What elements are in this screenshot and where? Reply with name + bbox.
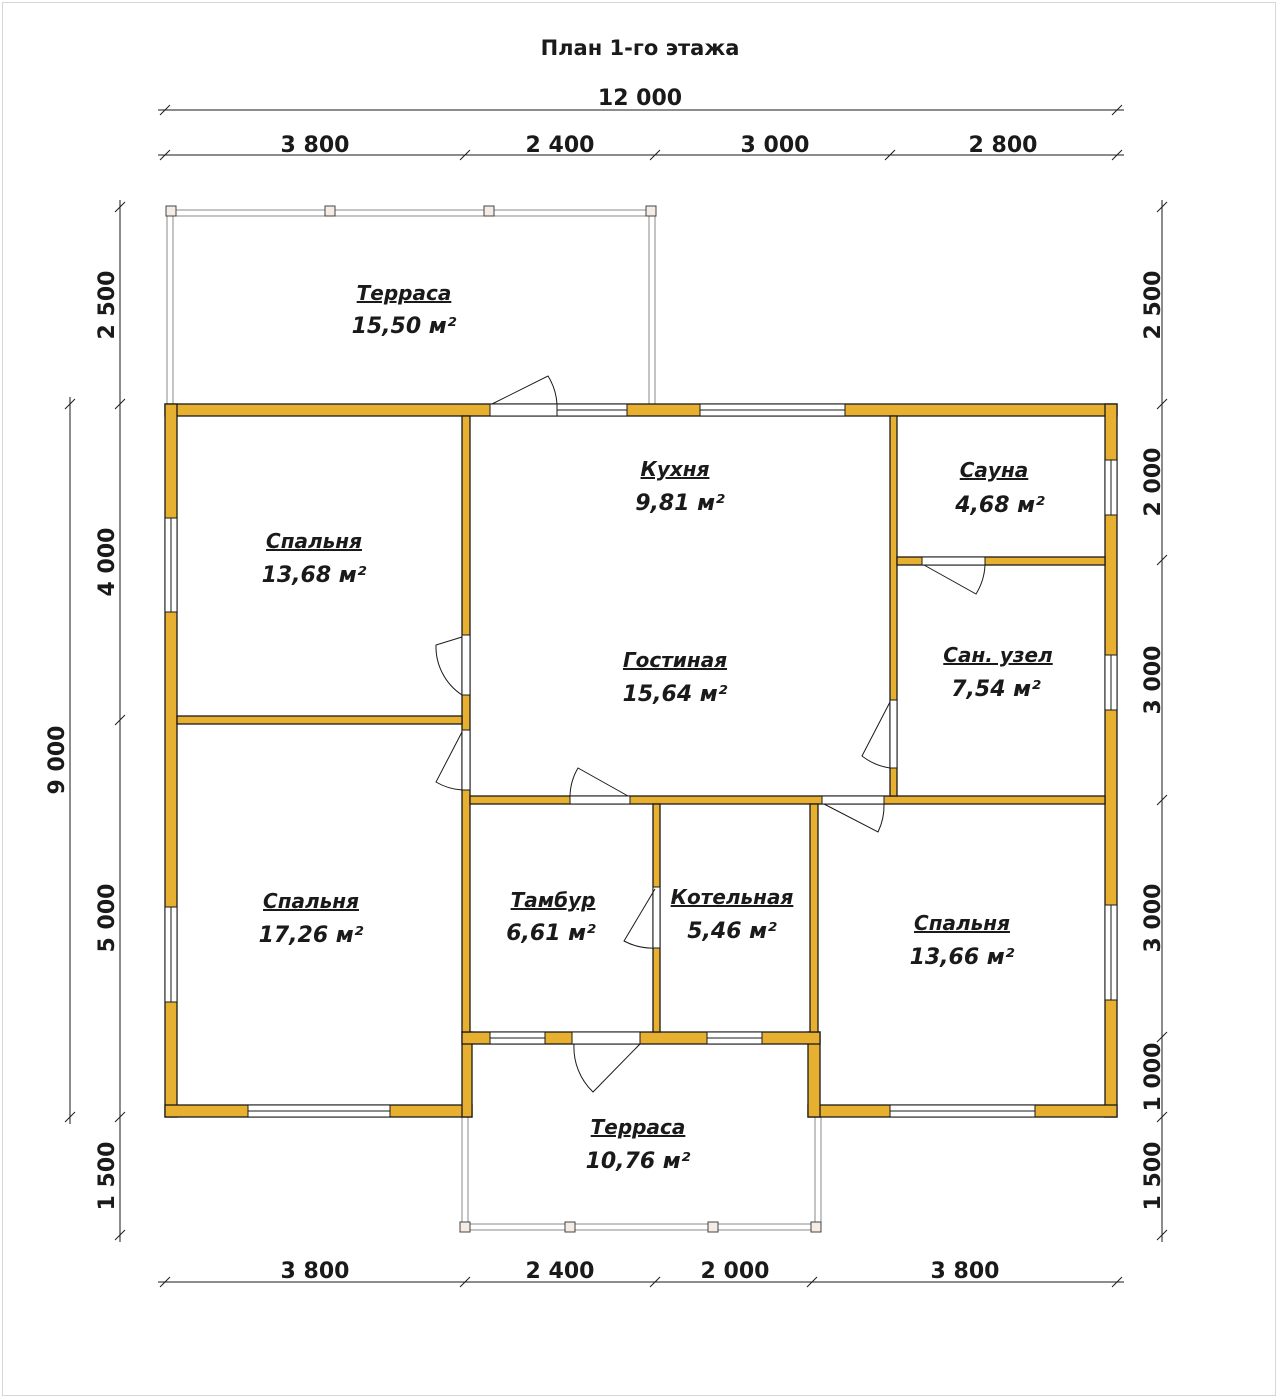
svg-text:3 000: 3 000 [1141, 884, 1166, 953]
room-sauna: Сауна 4,68 м² [954, 458, 1045, 518]
door-swing-bedroom-1 [435, 636, 463, 696]
svg-text:3 800: 3 800 [281, 133, 350, 158]
svg-text:13,66 м²: 13,66 м² [910, 945, 1015, 970]
dimension-top-segments: 3 800 2 400 3 000 2 800 [158, 133, 1124, 161]
svg-text:Спальня: Спальня [266, 529, 362, 553]
room-terrace-bottom: Терраса 10,76 м² [586, 1115, 691, 1174]
door-swing-boiler [623, 888, 656, 949]
door-swing-entrance [573, 1043, 641, 1093]
door-swing-bedroom-3 [823, 803, 885, 833]
svg-text:Тамбур: Тамбур [511, 888, 596, 912]
doors [435, 375, 986, 1093]
svg-text:3 000: 3 000 [741, 133, 810, 158]
svg-text:5 000: 5 000 [95, 884, 120, 953]
door-swing-bathroom [861, 701, 891, 769]
door-swing-bedroom-2 [435, 731, 463, 791]
svg-text:4,68 м²: 4,68 м² [954, 493, 1045, 518]
room-living: Гостиная 15,64 м² [623, 648, 728, 707]
svg-text:Терраса: Терраса [357, 281, 452, 305]
svg-text:9,81 м²: 9,81 м² [635, 491, 725, 516]
dimension-right-segments: 2 500 2 000 3 000 3 000 1 000 1 500 [1141, 200, 1168, 1242]
svg-text:10,76 м²: 10,76 м² [586, 1149, 691, 1174]
svg-text:1 500: 1 500 [95, 1142, 120, 1211]
svg-text:3 000: 3 000 [1141, 646, 1166, 715]
svg-text:2 500: 2 500 [95, 271, 120, 340]
dimension-top-total: 12 000 [158, 86, 1124, 116]
plan-title: План 1-го этажа [541, 36, 740, 60]
svg-text:5,46 м²: 5,46 м² [687, 919, 777, 944]
svg-text:1 500: 1 500 [1141, 1142, 1166, 1211]
room-boiler: Котельная 5,46 м² [671, 885, 794, 944]
svg-text:3 800: 3 800 [281, 1259, 350, 1284]
room-vestibule: Тамбур 6,61 м² [506, 888, 596, 946]
svg-text:12 000: 12 000 [598, 86, 682, 111]
svg-text:6,61 м²: 6,61 м² [506, 921, 596, 946]
svg-text:Гостиная: Гостиная [623, 648, 727, 672]
svg-text:2 400: 2 400 [526, 133, 595, 158]
door-swing-living [569, 767, 629, 797]
room-bedroom-3: Спальня 13,66 м² [910, 911, 1015, 970]
dimension-bottom-segments: 3 800 2 400 2 000 3 800 [158, 1259, 1124, 1288]
svg-text:3 800: 3 800 [931, 1259, 1000, 1284]
windows [164, 403, 1118, 1118]
svg-text:9 000: 9 000 [45, 726, 70, 795]
svg-text:2 800: 2 800 [969, 133, 1038, 158]
room-bedroom-2: Спальня 17,26 м² [259, 889, 364, 948]
svg-text:17,26 м²: 17,26 м² [259, 923, 364, 948]
terrace-bottom-railing [459, 1116, 822, 1233]
svg-text:Кухня: Кухня [641, 457, 710, 481]
svg-text:Терраса: Терраса [591, 1115, 686, 1139]
svg-text:15,50 м²: 15,50 м² [352, 314, 457, 339]
svg-text:15,64 м²: 15,64 м² [623, 682, 728, 707]
svg-text:Спальня: Спальня [263, 889, 359, 913]
svg-text:1 000: 1 000 [1141, 1043, 1166, 1112]
svg-text:2 000: 2 000 [701, 1259, 770, 1284]
door-swing-sauna [923, 564, 986, 595]
room-bathroom: Сан. узел 7,54 м² [943, 643, 1053, 702]
dimension-left-segments: 2 500 4 000 5 000 1 500 [95, 200, 126, 1242]
dimension-left-total: 9 000 [45, 397, 76, 1124]
room-terrace-top: Терраса 15,50 м² [352, 281, 457, 339]
svg-text:7,54 м²: 7,54 м² [951, 677, 1041, 702]
door-swing-terrace [491, 375, 558, 405]
svg-text:Сан. узел: Сан. узел [943, 643, 1053, 667]
svg-text:4 000: 4 000 [95, 528, 120, 597]
terrace-top-railing [165, 205, 657, 405]
svg-text:2 500: 2 500 [1141, 271, 1166, 340]
room-bedroom-1: Спальня 13,68 м² [262, 529, 367, 588]
svg-text:13,68 м²: 13,68 м² [262, 563, 367, 588]
svg-text:2 400: 2 400 [526, 1259, 595, 1284]
svg-text:Сауна: Сауна [960, 458, 1029, 482]
svg-text:Спальня: Спальня [914, 911, 1010, 935]
svg-text:2 000: 2 000 [1141, 448, 1166, 517]
room-kitchen: Кухня 9,81 м² [635, 457, 725, 516]
svg-text:Котельная: Котельная [671, 885, 794, 909]
